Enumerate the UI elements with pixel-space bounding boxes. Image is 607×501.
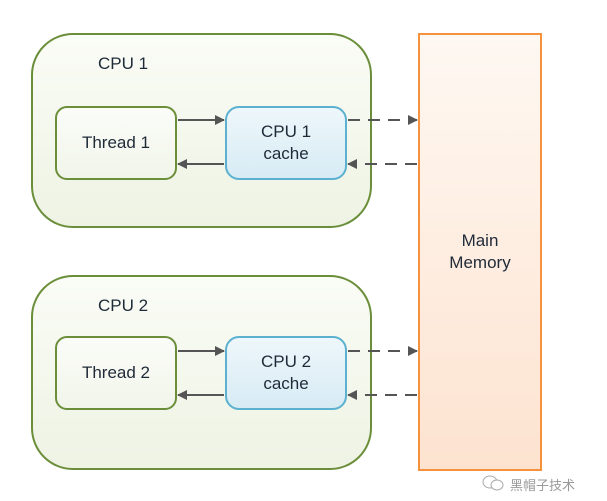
watermark-text: 黑帽子技术 bbox=[510, 478, 576, 493]
cache-line-2: cache bbox=[263, 374, 309, 393]
wechat-icon bbox=[482, 475, 504, 494]
main-memory-box: Main Memory bbox=[418, 33, 542, 471]
cpu-1-label: CPU 1 bbox=[98, 54, 149, 73]
memory-line-1: Main bbox=[461, 231, 499, 250]
thread-1-box: Thread 1 bbox=[55, 106, 177, 180]
cpu-2-cache-box: CPU 2 cache bbox=[225, 336, 347, 410]
memory-line-2: Memory bbox=[449, 253, 511, 272]
cache-line-1: CPU 2 bbox=[260, 352, 312, 371]
cpu-1-cache-box: CPU 1 cache bbox=[225, 106, 347, 180]
cache-line-1: CPU 1 bbox=[260, 122, 312, 141]
thread-2-box: Thread 2 bbox=[55, 336, 177, 410]
watermark: 黑帽子技术 bbox=[482, 475, 575, 494]
cache-line-2: cache bbox=[263, 144, 309, 163]
cpu-2-label: CPU 2 bbox=[98, 296, 149, 315]
